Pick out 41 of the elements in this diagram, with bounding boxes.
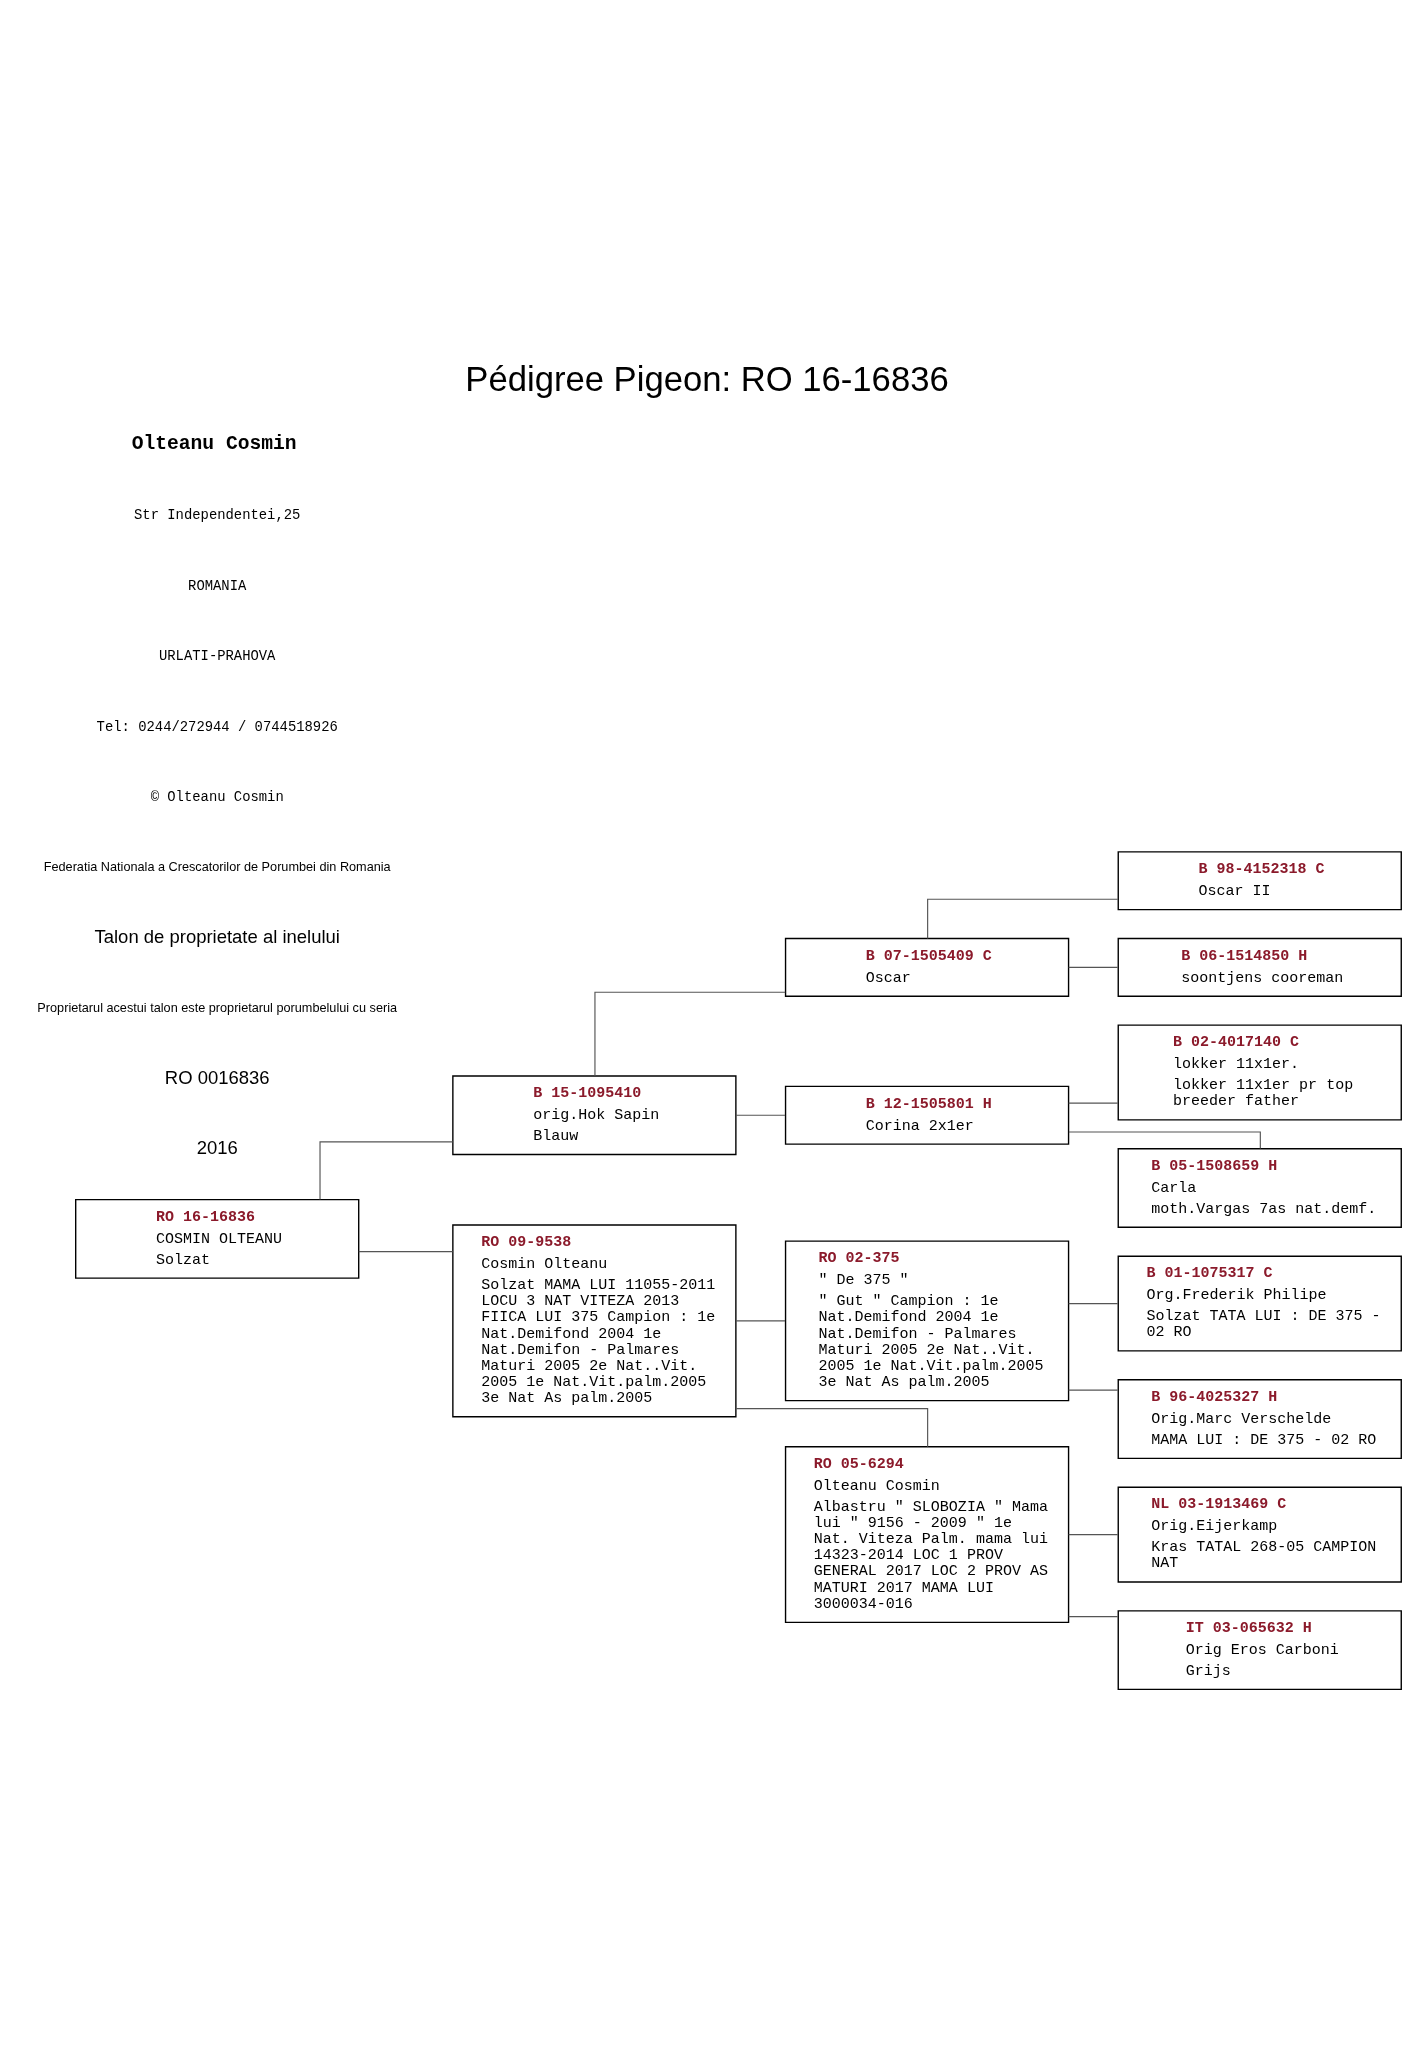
connector (1068, 1616, 1119, 1618)
connector (1068, 1131, 1261, 1150)
connector (735, 1408, 929, 1448)
label: URLATI-PRAHOVA (158, 648, 276, 665)
connector (1068, 1389, 1119, 1391)
node-box: RO 16-16836 COSMIN OLTEANU Solzat (75, 1198, 360, 1279)
node-box: NL 03-1913469 C Orig.Eijerkamp Kras TATAL 268-05 CAMPION NAT (1117, 1486, 1402, 1583)
label: Talon de proprietate al inelului (94, 925, 340, 947)
connector (594, 991, 786, 1077)
connector (735, 1320, 786, 1322)
node-box: RO 02-375 " De 375 " " Gut " Campion : 1e Nat.Demifond 2004 1e Nat.Demifon - Palmares Maturi 2005 2e Nat..Vit. 2005 1e Nat.Vit.palm.2005 3e Nat As palm.2005 (784, 1240, 1070, 1402)
connector (927, 898, 1119, 940)
label: RO 0016836 (164, 1066, 270, 1088)
connector (735, 1114, 786, 1116)
node-box: B 02-4017140 C lokker 11x1er. lokker 11x1er pr top breeder father (1117, 1024, 1402, 1121)
node-box: B 96-4025327 H Orig.Marc Verschelde MAMA LUI : DE 375 - 02 RO (1117, 1379, 1402, 1460)
label: Tel: 0244/272944 / 0744518926 (96, 718, 338, 735)
label: ROMANIA (188, 577, 247, 594)
connector (1068, 1102, 1119, 1104)
node-box: B 05-1508659 H Carla moth.Vargas 7as nat.demf. (1117, 1148, 1402, 1228)
node-box: B 12-1505801 H Corina 2x1er (784, 1085, 1070, 1145)
label: Proprietarul acestui talon este proprietarul porumbelului cu seria (37, 1001, 398, 1016)
diagram-title: Pédigree Pigeon: RO 16-16836 (465, 359, 949, 398)
node-box: B 15-1095410 orig.Hok Sapin Blauw (452, 1075, 737, 1156)
connector (1068, 1534, 1119, 1536)
label: Str Independentei,25 (134, 507, 301, 524)
connector (319, 1141, 454, 1200)
node-box: B 06-1514850 H soontjens cooreman (1117, 937, 1402, 997)
node-box: B 07-1505409 C Oscar (784, 937, 1070, 997)
label: © Olteanu Cosmin (150, 789, 284, 806)
node-box: B 98-4152318 C Oscar II (1117, 851, 1402, 911)
connector (1068, 966, 1119, 968)
node-box: B 01-1075317 C Org.Frederik Philipe Solzat TATA LUI : DE 375 - 02 RO (1117, 1255, 1402, 1352)
node-box: IT 03-065632 H Orig Eros Carboni Grijs (1117, 1610, 1402, 1691)
node-box: RO 05-6294 Olteanu Cosmin Albastru " SLOBOZIA " Mama lui " 9156 - 2009 " 1e Nat. Viteza Palm. mama lui 14323-2014 LOC 1 PROV GENERAL 2017 LOC 2 PROV AS MATURI 2017 MAMA LUI 3000034-016 (784, 1446, 1070, 1624)
label: Olteanu Cosmin (131, 432, 297, 455)
label: 2016 (196, 1137, 238, 1159)
node-box: RO 09-9538 Cosmin Olteanu Solzat MAMA LUI 11055-2011 LOCU 3 NAT VITEZA 2013 FIICA LUI 375 Campion : 1e Nat.Demifond 2004 1e Nat.Demifon - Palmares Maturi 2005 2e Nat..Vit. 2005 1e Nat.Vit.palm.2005 3e Nat As palm.2005 (452, 1224, 737, 1418)
label: Federatia Nationala a Crescatorilor de Porumbei din Romania (43, 860, 391, 875)
connector (1068, 1302, 1119, 1305)
connector (358, 1251, 454, 1253)
